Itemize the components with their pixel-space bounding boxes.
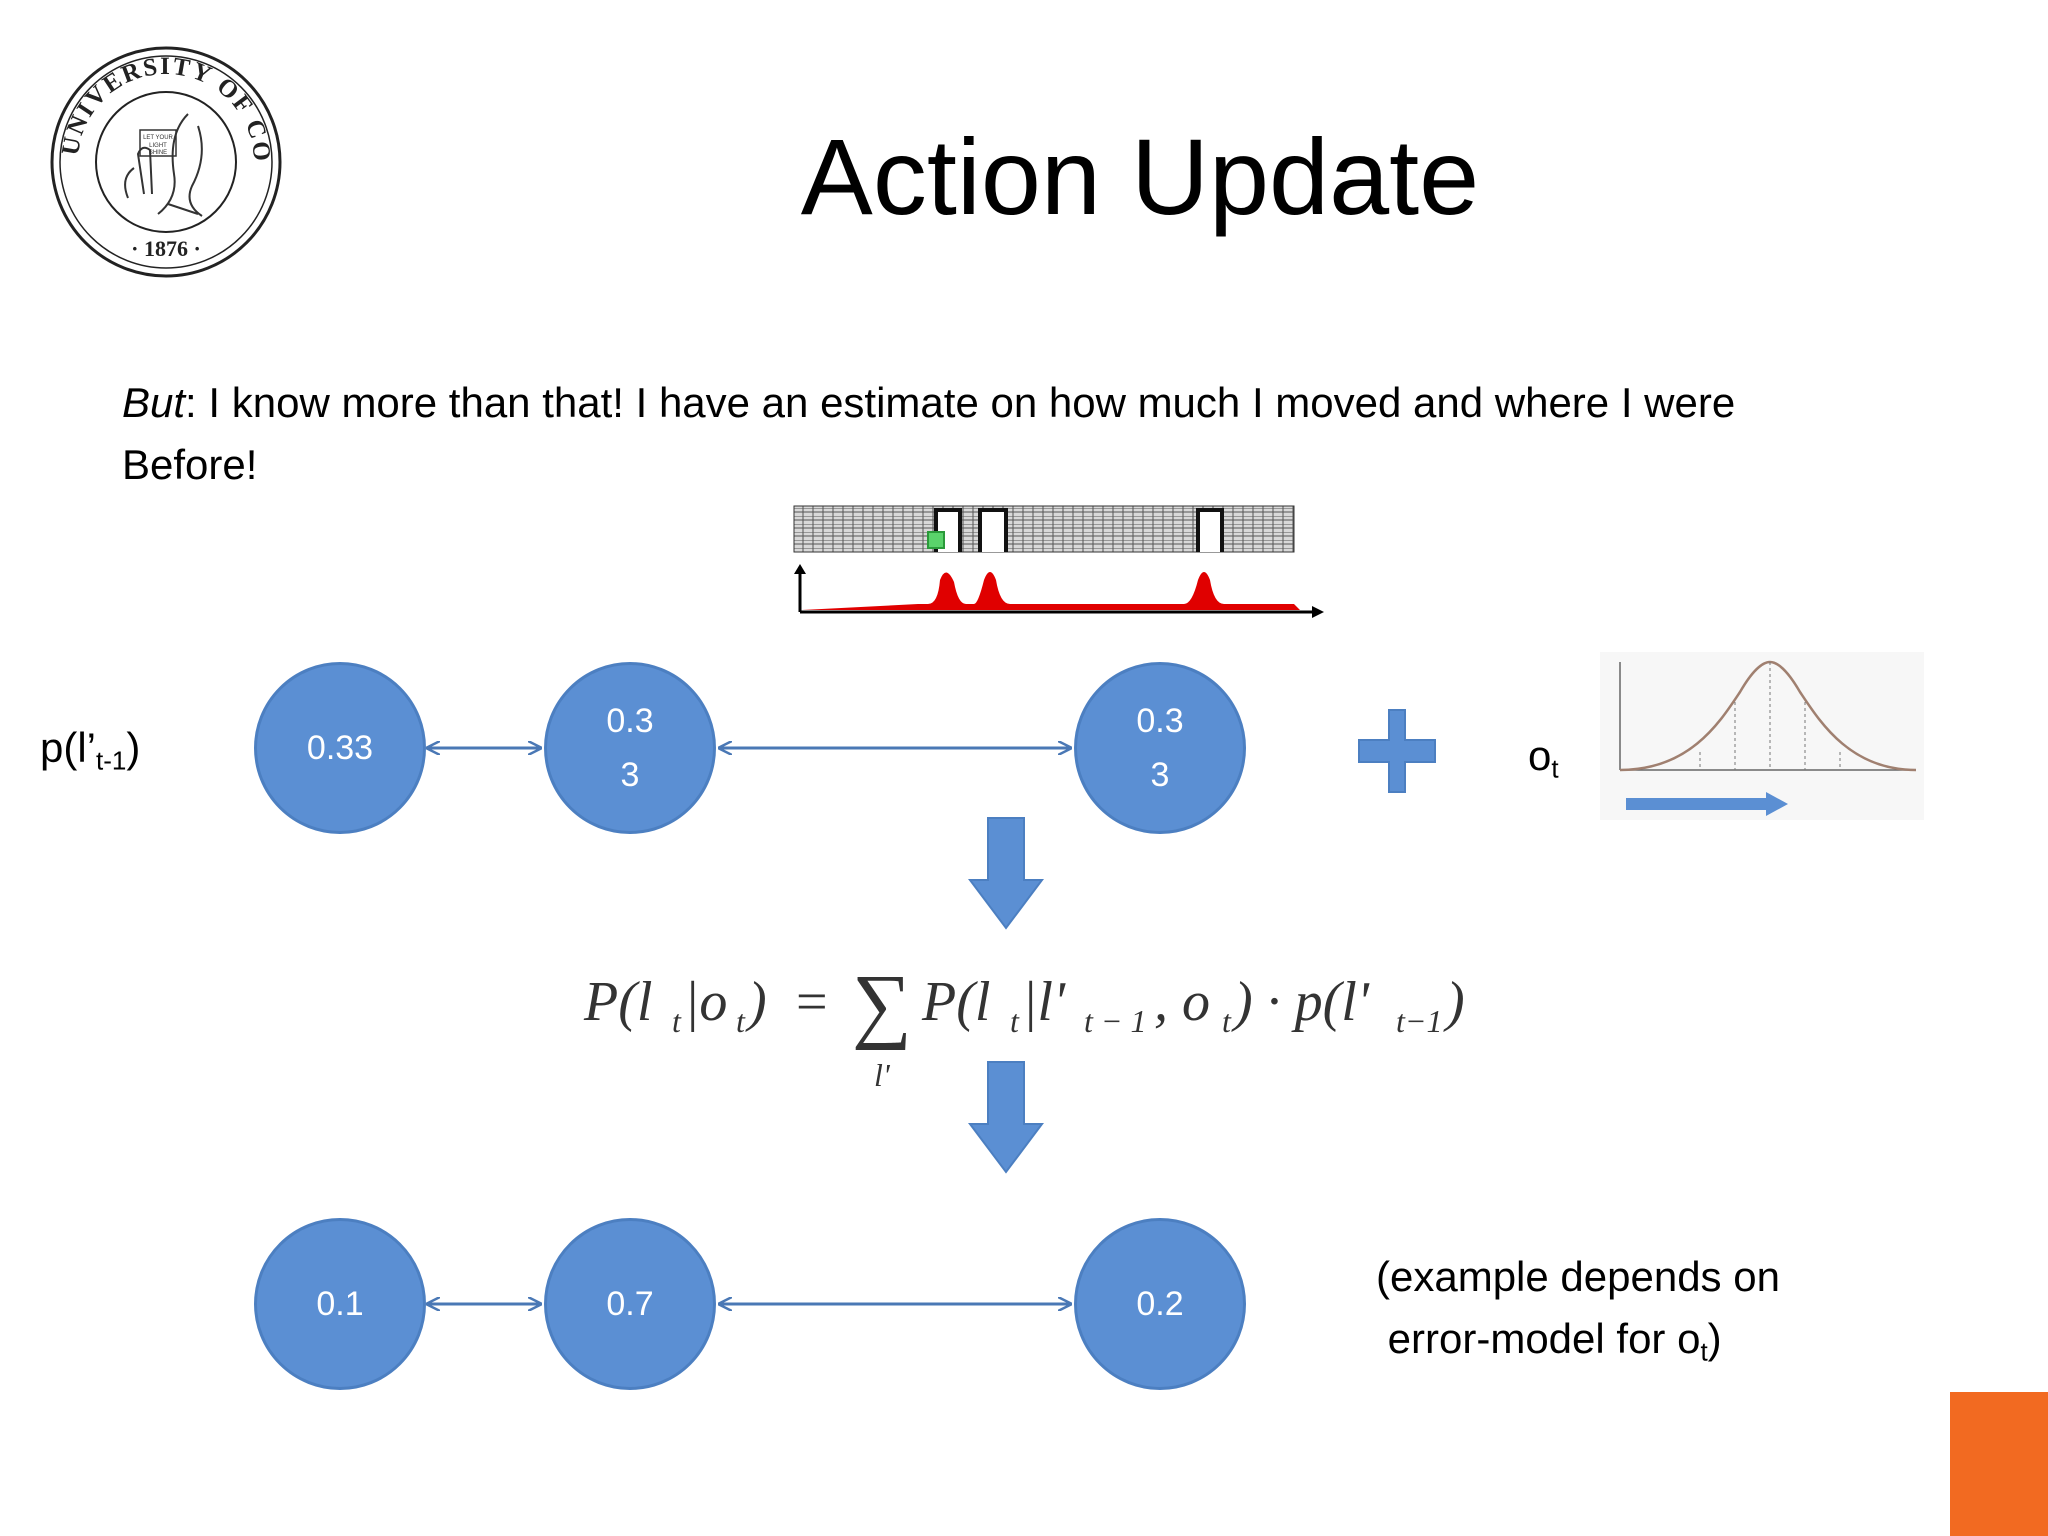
svg-text:t−1: t−1 (1396, 1003, 1442, 1039)
svg-text:, o: , o (1154, 971, 1210, 1033)
svg-text:) · p(l': ) · p(l' (1231, 971, 1370, 1033)
seal-motto-line: LET YOUR (143, 135, 173, 141)
svg-text:t − 1: t − 1 (1084, 1003, 1146, 1039)
svg-text:l': l' (874, 1057, 891, 1093)
observation-label: ot (1528, 732, 1559, 784)
robot-marker (927, 531, 945, 549)
prior-node: 0.3 3 (544, 662, 716, 834)
note-line: (example depends on (1376, 1253, 1780, 1300)
prior-node: 0.33 (254, 662, 426, 834)
seal-motto-line: LIGHT (149, 143, 167, 149)
robot-belief-figure (793, 505, 1324, 618)
seal-motto-line: SHINE (149, 150, 167, 156)
svg-text:t: t (672, 1003, 682, 1039)
posterior-node: 0.1 (254, 1218, 426, 1390)
intro-body: : I know more than that! I have an estim… (122, 379, 1736, 488)
slide-title: Action Update (800, 116, 1480, 237)
gaussian-error-model-figure (1600, 652, 1924, 820)
intro-emphasis: But (122, 379, 186, 426)
prior-node: 0.3 3 (1074, 662, 1246, 834)
svg-text:t: t (736, 1003, 746, 1039)
svg-text:t: t (1222, 1003, 1232, 1039)
svg-text:|o: |o (684, 971, 727, 1033)
svg-text:P(l: P(l (921, 971, 990, 1033)
bayes-update-formula: P(l t |o t ) = ∑ l' P(l t |l' t − 1 , o … (583, 960, 1465, 1093)
svg-text:∑: ∑ (852, 960, 912, 1051)
svg-text:): ) (745, 971, 767, 1033)
belief-distribution-curve (802, 572, 1300, 610)
accent-corner-block (1950, 1392, 2048, 1536)
posterior-node: 0.7 (544, 1218, 716, 1390)
example-note: (example depends on error-model for ot) (1376, 1246, 1936, 1382)
svg-text:· 1876 ·: · 1876 · (131, 236, 201, 261)
prior-belief-label: p(l’t-1) (40, 724, 141, 776)
note-line: error-model for ot) (1387, 1315, 1722, 1367)
svg-text:|l': |l' (1022, 971, 1066, 1033)
university-seal-logo: UNIVERSITY OF COLORADO · 1876 · LET YOUR… (48, 44, 282, 278)
svg-text:): ) (1443, 971, 1465, 1033)
svg-text:=: = (796, 971, 828, 1033)
posterior-node: 0.2 (1074, 1218, 1246, 1390)
intro-text: But: I know more than that! I have an es… (122, 372, 1882, 496)
svg-text:t: t (1010, 1003, 1020, 1039)
svg-text:P(l: P(l (583, 971, 652, 1033)
